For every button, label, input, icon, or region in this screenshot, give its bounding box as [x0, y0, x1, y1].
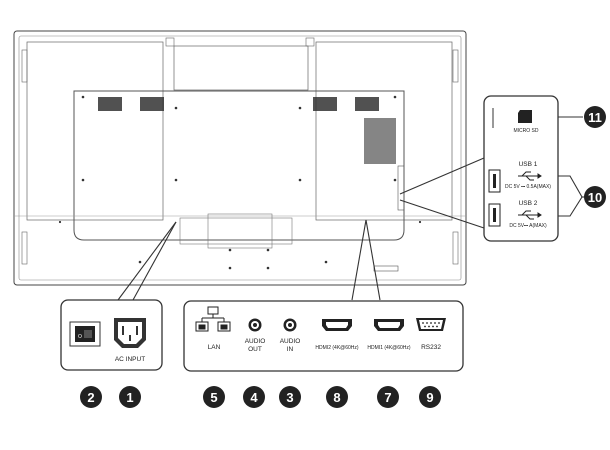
io-panel: LAN AUDIO OUT AUDIO IN HDMI2 (4K@60Hz) H… [183, 300, 464, 372]
rs232-port-icon [416, 318, 446, 331]
callout-8: 8 [326, 386, 348, 408]
svg-text:8: 8 [333, 390, 340, 405]
callout-5: 5 [203, 386, 225, 408]
usb1-spec: DC 5V ⎓ 0.5A(MAX) [505, 184, 551, 190]
callout-11: 11 [584, 106, 606, 128]
ac-inlet-icon [114, 318, 146, 348]
svg-text:10: 10 [588, 190, 602, 205]
micro-sd-label: MICRO SD [514, 128, 539, 134]
leader-lines [117, 157, 485, 301]
side-io-panel: MICRO SD USB 1 DC 5V ⎓ 0.5A(MAX) USB 2 D… [483, 95, 588, 242]
bottom-connector-strip [373, 265, 399, 272]
hdmi1-port-icon [374, 319, 404, 331]
callout-10: 10 [584, 186, 606, 208]
side-connector-strip [397, 165, 405, 211]
audio-out-label-2: OUT [248, 346, 262, 353]
usb-bracket [558, 116, 588, 217]
svg-text:3: 3 [286, 390, 293, 405]
callout-9: 9 [419, 386, 441, 408]
callout-1: 1 [119, 386, 141, 408]
callout-3: 3 [279, 386, 301, 408]
power-switch[interactable]: O [69, 321, 101, 347]
usb-symbol-icon [518, 210, 542, 220]
micro-sd-icon [518, 110, 532, 123]
hdmi1-label: HDMI1 (4K@60Hz) [367, 345, 410, 351]
audio-out-jack-icon [248, 318, 262, 332]
ac-input-label: AC INPUT [115, 356, 145, 363]
hdmi2-label: HDMI2 (4K@60Hz) [315, 345, 358, 351]
lan-icon [195, 306, 231, 332]
hdmi2-port-icon [322, 319, 352, 331]
usb2-label: USB 2 [519, 200, 538, 207]
svg-text:7: 7 [384, 390, 391, 405]
audio-in-jack-icon [283, 318, 297, 332]
callout-7: 7 [377, 386, 399, 408]
audio-out-label-1: AUDIO [245, 338, 266, 345]
vent-grilles [98, 97, 396, 164]
tv-back [13, 30, 467, 286]
ac-power-panel: O AC INPUT [60, 299, 163, 371]
rs232-label: RS232 [421, 344, 441, 351]
audio-in-label-1: AUDIO [280, 338, 301, 345]
svg-text:5: 5 [210, 390, 217, 405]
usb2-port-icon [488, 203, 501, 227]
audio-in-label-2: IN [287, 346, 294, 353]
svg-text:1: 1 [126, 390, 133, 405]
svg-text:4: 4 [250, 390, 258, 405]
usb1-port-icon [488, 169, 501, 193]
callout-2: 2 [80, 386, 102, 408]
lan-label: LAN [208, 344, 221, 351]
svg-text:9: 9 [426, 390, 433, 405]
svg-text:11: 11 [588, 110, 602, 125]
screw-holes [58, 95, 422, 270]
usb2-spec: DC 5V⎓ A(MAX) [509, 223, 547, 229]
callout-4: 4 [243, 386, 265, 408]
svg-text:2: 2 [87, 390, 94, 405]
usb1-label: USB 1 [519, 161, 538, 168]
svg-text:O: O [78, 334, 82, 340]
usb-symbol-icon [518, 171, 542, 181]
